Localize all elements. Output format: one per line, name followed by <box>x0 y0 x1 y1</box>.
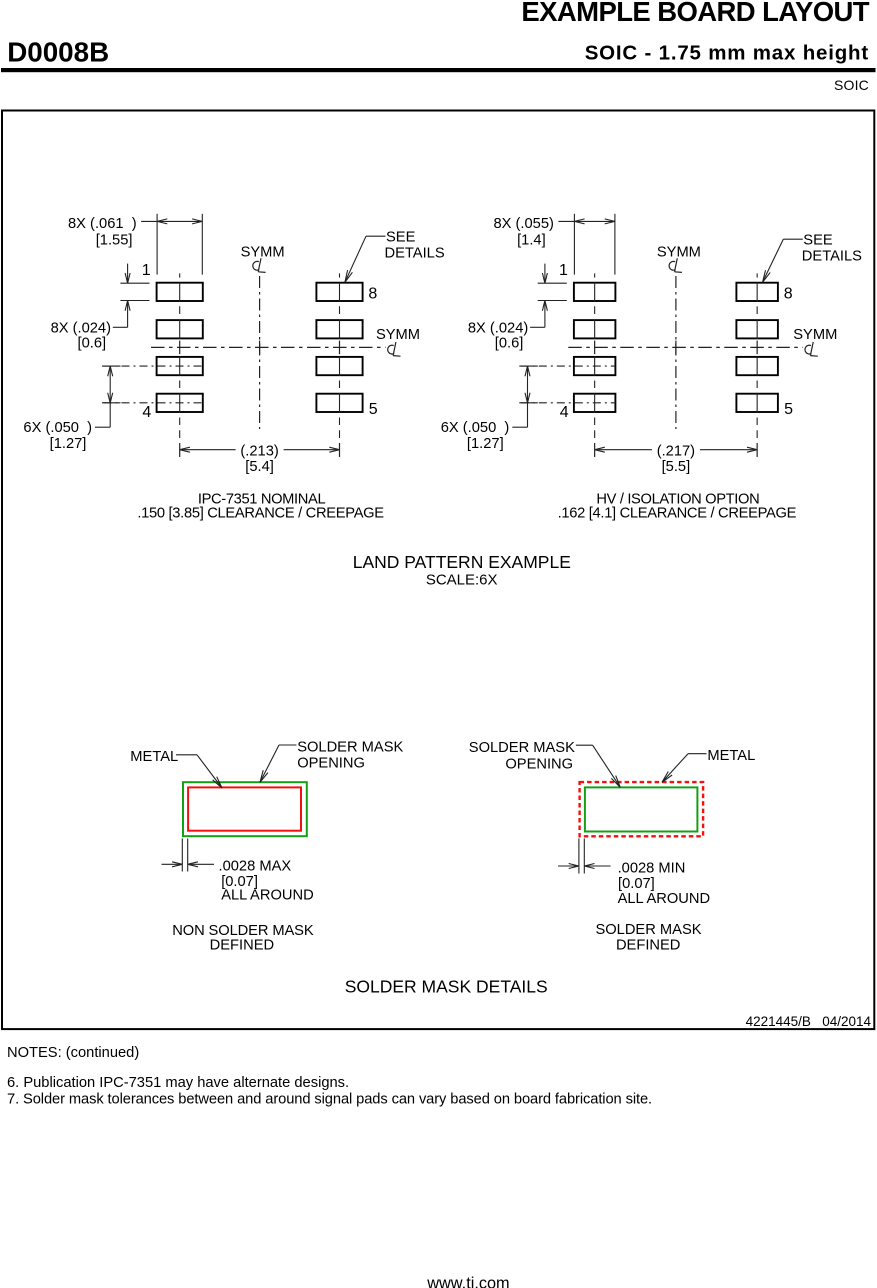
svg-text:[1.55]: [1.55] <box>96 232 133 248</box>
svg-text:[5.4]: [5.4] <box>245 459 274 475</box>
svg-text:HV / ISOLATION OPTION: HV / ISOLATION OPTION <box>596 492 759 508</box>
svg-text:[0.07]: [0.07] <box>618 876 655 892</box>
svg-text:OPENING: OPENING <box>297 755 365 771</box>
svg-text:IPC-7351 NOMINAL: IPC-7351 NOMINAL <box>198 492 326 508</box>
svg-text:SYMM: SYMM <box>657 244 701 260</box>
svg-text:4221445/B 04/2014: 4221445/B 04/2014 <box>746 1014 872 1029</box>
svg-text:ALL AROUND: ALL AROUND <box>618 891 711 907</box>
svg-text:[0.6]: [0.6] <box>495 335 524 351</box>
svg-text:4: 4 <box>560 404 569 421</box>
svg-text:(.213): (.213) <box>240 444 278 460</box>
svg-text:SOIC: SOIC <box>834 77 869 93</box>
svg-text:DEFINED: DEFINED <box>616 937 680 953</box>
svg-text:DEFINED: DEFINED <box>210 937 274 953</box>
svg-text:8X (.061 ): 8X (.061 ) <box>68 216 137 232</box>
svg-text:[0.07]: [0.07] <box>221 874 258 890</box>
svg-text:[5.5]: [5.5] <box>662 459 691 475</box>
svg-text:D0008B: D0008B <box>7 37 109 68</box>
svg-text:1: 1 <box>559 262 568 279</box>
svg-text:SYMM: SYMM <box>241 244 285 260</box>
svg-text:OPENING: OPENING <box>505 756 573 772</box>
svg-text:8X (.055): 8X (.055) <box>493 216 553 232</box>
svg-text:SOLDER MASK: SOLDER MASK <box>469 740 575 756</box>
svg-text:8: 8 <box>784 286 793 303</box>
svg-text:8X (.024): 8X (.024) <box>51 321 111 337</box>
svg-text:EXAMPLE BOARD LAYOUT: EXAMPLE BOARD LAYOUT <box>521 0 869 27</box>
svg-text:[0.6]: [0.6] <box>78 335 107 351</box>
svg-text:LAND PATTERN EXAMPLE: LAND PATTERN EXAMPLE <box>353 552 571 572</box>
svg-text:7. Solder mask tolerances betw: 7. Solder mask tolerances between and ar… <box>7 1091 652 1107</box>
svg-text:.0028 MIN: .0028 MIN <box>618 861 686 877</box>
svg-text:.0028 MAX: .0028 MAX <box>219 858 292 874</box>
svg-text:SEE: SEE <box>386 229 416 245</box>
svg-text:(.217): (.217) <box>657 444 695 460</box>
svg-text:6X (.050 ): 6X (.050 ) <box>441 420 510 436</box>
svg-text:6. Publication IPC-7351 may ha: 6. Publication IPC-7351 may have alterna… <box>7 1075 349 1091</box>
svg-text:NOTES: (continued): NOTES: (continued) <box>7 1045 139 1061</box>
svg-text:8: 8 <box>368 286 377 303</box>
svg-text:DETAILS: DETAILS <box>802 248 862 264</box>
svg-text:1: 1 <box>142 262 151 279</box>
svg-text:SYMM: SYMM <box>793 327 837 343</box>
svg-text:SOLDER MASK: SOLDER MASK <box>297 740 403 756</box>
svg-text:5: 5 <box>369 401 378 418</box>
svg-text:METAL: METAL <box>130 749 178 765</box>
svg-text:[1.4]: [1.4] <box>517 232 546 248</box>
svg-text:www.ti.com: www.ti.com <box>426 1274 509 1288</box>
svg-text:8X (.024): 8X (.024) <box>468 321 528 337</box>
svg-text:METAL: METAL <box>707 748 755 764</box>
svg-text:4: 4 <box>142 404 151 421</box>
svg-text:[1.27]: [1.27] <box>467 436 504 452</box>
svg-text:[1.27]: [1.27] <box>50 436 87 452</box>
svg-text:SEE: SEE <box>803 232 833 248</box>
svg-text:SOLDER MASK: SOLDER MASK <box>595 922 701 938</box>
svg-text:6X (.050 ): 6X (.050 ) <box>23 420 92 436</box>
svg-text:5: 5 <box>784 401 793 418</box>
svg-text:.162 [4.1] CLEARANCE / CREEPAG: .162 [4.1] CLEARANCE / CREEPAGE <box>558 506 797 522</box>
svg-text:.150 [3.85] CLEARANCE / CREEPA: .150 [3.85] CLEARANCE / CREEPAGE <box>137 506 384 522</box>
svg-text:SYMM: SYMM <box>376 327 420 343</box>
svg-text:DETAILS: DETAILS <box>385 245 445 261</box>
svg-text:SOLDER MASK DETAILS: SOLDER MASK DETAILS <box>345 976 548 996</box>
svg-text:SOIC - 1.75 mm max height: SOIC - 1.75 mm max height <box>585 42 869 65</box>
svg-text:SCALE:6X: SCALE:6X <box>426 571 498 588</box>
svg-text:NON SOLDER MASK: NON SOLDER MASK <box>172 923 314 939</box>
svg-text:ALL AROUND: ALL AROUND <box>221 888 314 904</box>
